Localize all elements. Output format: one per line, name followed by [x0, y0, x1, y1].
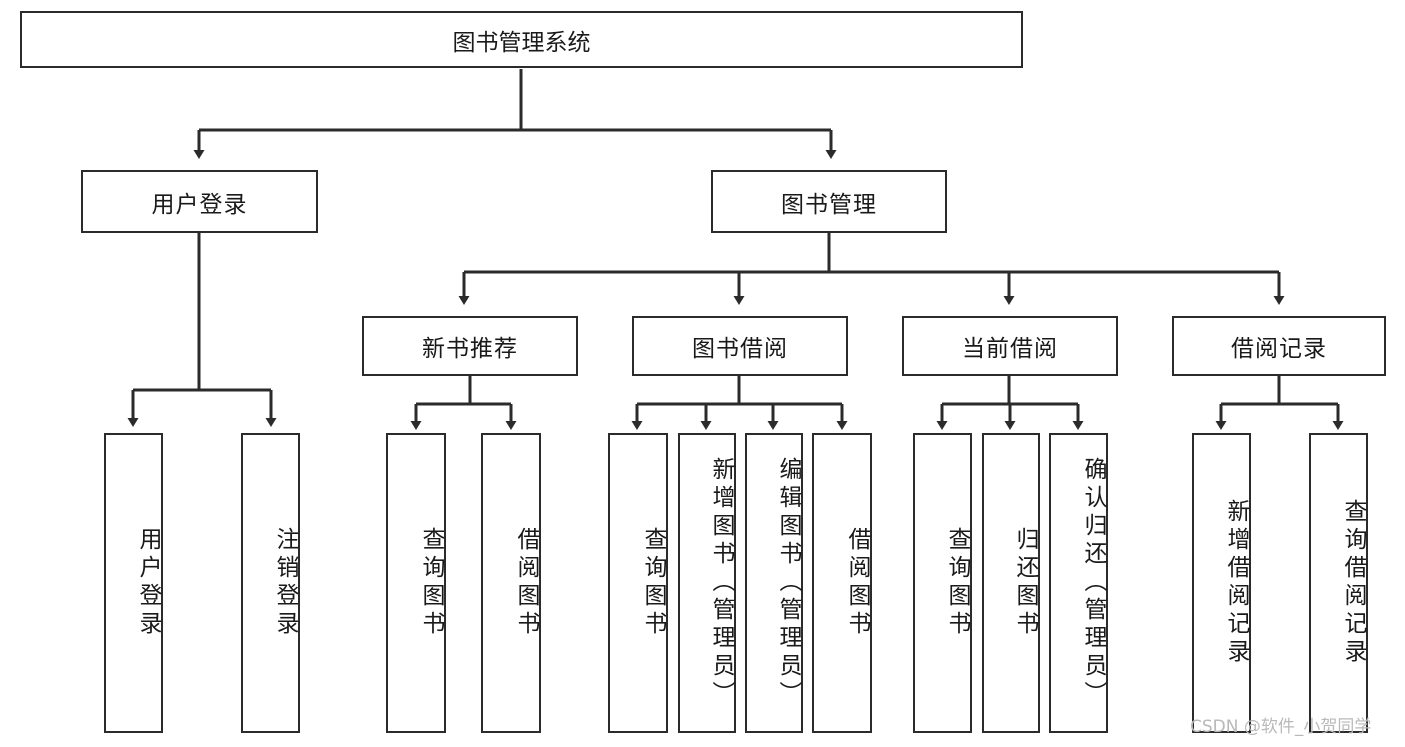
leaf-user-login[interactable]: 用户登录 — [104, 433, 163, 733]
leaf-return-book[interactable]: 归还图书 — [982, 433, 1040, 733]
leaf-query-book[interactable]: 查询图书 — [608, 433, 668, 733]
leaf-query-book-current[interactable]: 查询图书 — [913, 433, 972, 733]
leaf-add-borrow-record[interactable]: 新增借阅记录 — [1192, 433, 1251, 733]
node-root-system[interactable]: 图书管理系统 — [20, 11, 1023, 68]
node-user-login[interactable]: 用户登录 — [81, 170, 318, 233]
leaf-query-book-new[interactable]: 查询图书 — [386, 433, 446, 733]
leaf-add-book-admin[interactable]: 新增图书（管理员） — [678, 433, 736, 733]
leaf-borrow-book-new[interactable]: 借阅图书 — [481, 433, 541, 733]
csdn-watermark: CSDN @软件_小贺同学 — [1190, 717, 1372, 737]
node-current-borrow[interactable]: 当前借阅 — [902, 316, 1118, 376]
leaf-logout[interactable]: 注销登录 — [241, 433, 300, 733]
node-borrow-record[interactable]: 借阅记录 — [1172, 316, 1386, 376]
node-new-book-recommend[interactable]: 新书推荐 — [362, 316, 578, 376]
leaf-edit-book-admin[interactable]: 编辑图书（管理员） — [745, 433, 803, 733]
node-book-borrow[interactable]: 图书借阅 — [632, 316, 848, 376]
leaf-borrow-book[interactable]: 借阅图书 — [812, 433, 872, 733]
node-book-management[interactable]: 图书管理 — [711, 170, 947, 233]
leaf-query-borrow-record[interactable]: 查询借阅记录 — [1309, 433, 1368, 733]
leaf-confirm-return-admin[interactable]: 确认归还（管理员） — [1049, 433, 1108, 733]
